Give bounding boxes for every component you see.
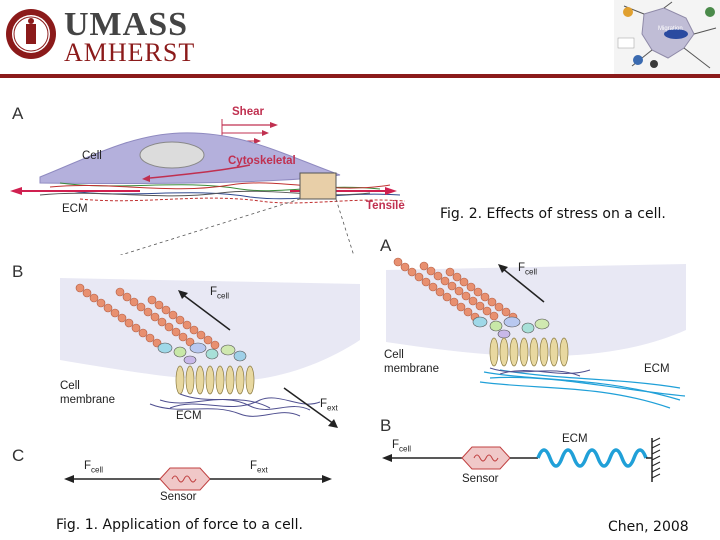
fig1-panel-a-letter: A [12,104,24,123]
fig1-fcell-text: F [210,286,218,298]
thumbnail-label: Migration [658,26,683,32]
fig1-c-fext-sub: ext [257,465,268,475]
header: UMASS AMHERST Migration [0,0,720,82]
fig2-ecm-label: ECM [644,363,670,375]
cell-label: Cell [82,150,102,162]
fig1-fcell-label: Fcell [210,286,229,300]
fig1-panel-a-diagram [10,119,406,255]
fig1-fext-label: Fext [320,398,338,412]
shear-label: Shear [232,106,264,118]
fig2-b-fcell-text: F [392,439,400,451]
cytoskeletal-label: Cytoskeletal [228,155,296,167]
brand-line1: UMASS [64,6,189,43]
fig1-c-fcell-sub: cell [91,465,104,475]
fig2-fcell-label: Fcell [518,262,537,276]
fig2-caption: Fig. 2. Effects of stress on a cell. [440,206,666,222]
fig1-panel-c-letter: C [12,446,25,465]
citation: Chen, 2008 [608,519,689,535]
ecm-label: ECM [62,203,88,215]
fig1-c-fcell-text: F [84,460,92,472]
fig2-panel-b-diagram [382,437,661,482]
fig2-b-fcell-label: Fcell [392,439,411,453]
fig2-membrane-label-1: Cell [384,349,404,361]
fig1-panel-b-diagram [60,278,360,428]
fig2-panel-b-letter: B [380,416,392,435]
fig1-c-fext-text: F [250,460,258,472]
fig1-membrane-label-2: membrane [60,394,115,406]
university-seal-icon [6,9,56,59]
fig1-ecm-b-label: ECM [176,410,202,422]
fig2-sensor-label: Sensor [462,473,499,485]
fig2-panel-a-letter: A [380,236,392,255]
fig2-fcell-sub: cell [525,267,538,277]
fig1-panel-c-diagram [64,467,332,491]
fig1-sensor-label: Sensor [160,491,197,503]
fig2-panel-a-diagram [386,257,686,409]
fig2-fcell-text: F [518,262,526,274]
fig2-membrane-label-2: membrane [384,363,439,375]
fig1-fext-sub: ext [327,403,338,413]
fig1-fext-text: F [320,398,328,410]
fig2-b-ecm-label: ECM [562,433,588,445]
fig1-membrane-label-1: Cell [60,380,80,392]
fig1-c-fcell-label: Fcell [84,460,103,474]
fig2-b-fcell-sub: cell [399,444,412,454]
tensile-label: Tensile [366,200,405,212]
fig1-c-fext-label: Fext [250,460,268,474]
header-divider [0,74,720,78]
brand-line2: AMHERST [64,38,196,67]
fig1-caption: Fig. 1. Application of force to a cell. [56,517,303,533]
network-thumbnail-image [614,0,720,74]
fig1-fcell-sub: cell [217,291,230,301]
fig1-panel-b-letter: B [12,262,24,281]
